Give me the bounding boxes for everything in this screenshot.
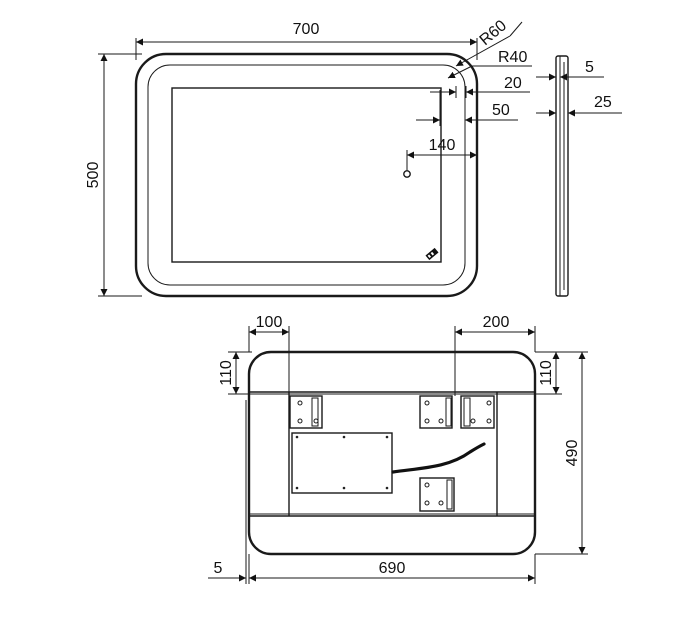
frame-width-back-label: 690 (379, 560, 406, 577)
dimension-led-band: 20 (430, 75, 530, 98)
wall-bracket-left (289, 395, 323, 429)
dimension-switch-offset: 140 (406, 137, 478, 160)
bracket-span-label: 200 (483, 314, 510, 331)
dimension-width: 700 (135, 21, 478, 60)
dimension-height: 500 (85, 53, 142, 297)
leader-inner-radius: R40 (447, 49, 532, 79)
glass-thickness-label: 5 (585, 59, 594, 76)
dimension-total-depth: 25 (536, 94, 622, 117)
switch-offset-label: 140 (429, 137, 456, 154)
right-height-label: 110 (538, 360, 555, 386)
dimension-width-label: 700 (293, 21, 320, 38)
dimension-glass-thickness: 5 (536, 59, 604, 81)
dimension-bracket-span: 200 (454, 314, 536, 396)
frame-height-label: 490 (564, 440, 581, 467)
power-cable (391, 442, 486, 474)
dimension-frame-width: 50 (416, 90, 518, 126)
dimension-edge-offset: 5 (208, 400, 247, 584)
wall-bracket-right (460, 395, 495, 429)
inner-radius-label: R40 (498, 49, 527, 66)
total-depth-label: 25 (594, 94, 612, 111)
wall-bracket-lower (419, 477, 455, 512)
led-band-outer (147, 64, 466, 286)
side-view: 5 25 (536, 55, 622, 297)
frame-width-label: 50 (492, 102, 510, 119)
dimension-frame-height: 490 (535, 351, 588, 555)
back-outer-edge (247, 350, 537, 556)
led-driver-box (291, 432, 393, 494)
back-view: 100 200 110 110 490 (208, 314, 588, 584)
antifog-marker-icon (425, 247, 439, 261)
front-view: 700 500 R60 R40 20 (85, 17, 532, 298)
dimension-height-label: 500 (85, 162, 102, 189)
mirror-inner-area (171, 87, 442, 263)
edge-offset-label: 5 (214, 560, 223, 577)
dimension-bracket-offset: 100 (248, 314, 290, 396)
dimension-right-height: 110 (494, 351, 562, 395)
dimension-frame-width-back: 690 (248, 554, 536, 584)
bracket-offset-label: 100 (256, 314, 283, 331)
left-height-label: 110 (218, 360, 235, 386)
mirror-outer-edge (134, 52, 479, 298)
led-band-label: 20 (504, 75, 522, 92)
wall-bracket-center (419, 395, 453, 429)
side-profile (555, 55, 569, 297)
outer-radius-label: R60 (477, 17, 510, 49)
dimension-left-height: 110 (218, 351, 290, 395)
